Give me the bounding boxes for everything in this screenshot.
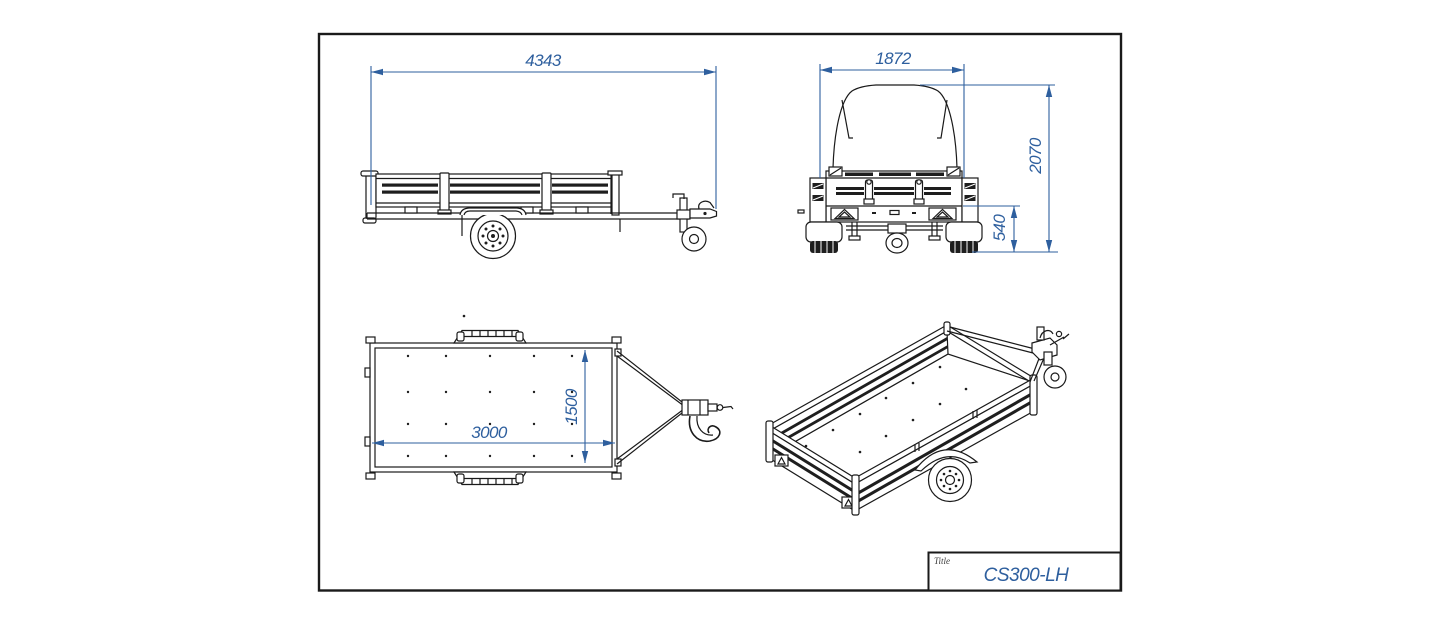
side-view-wheel xyxy=(461,212,517,260)
dimension-bed-inner-length: 3000 xyxy=(372,423,615,447)
dim-text-bed-inner-length: 3000 xyxy=(471,423,508,442)
top-view xyxy=(364,314,734,486)
isometric-reflectors xyxy=(774,454,856,509)
dim-text-overall-width: 1872 xyxy=(875,49,912,68)
top-view-drawbar xyxy=(614,348,734,467)
title-block: Title CS300-LH xyxy=(927,551,1122,592)
dimension-overall-length: 4343 xyxy=(370,51,717,209)
title-block-value: CS300-LH xyxy=(984,565,1069,586)
side-view-coupler xyxy=(689,200,718,219)
isometric-wheel xyxy=(913,449,979,503)
dimension-overall-width: 1872 xyxy=(819,49,965,178)
dimension-bed-inner-width: 1500 xyxy=(562,350,589,463)
rear-view xyxy=(797,84,983,254)
dimension-overall-height: 2070 xyxy=(920,84,1058,253)
dim-text-bed-inner-width: 1500 xyxy=(562,388,581,425)
dimension-platform-height: 540 xyxy=(963,205,1020,252)
isometric-floor-rivets xyxy=(804,365,968,470)
side-view xyxy=(360,170,718,260)
isometric-view xyxy=(765,321,1070,516)
top-view-rivets xyxy=(406,354,574,458)
dim-text-overall-height: 2070 xyxy=(1026,137,1045,175)
dim-text-overall-length: 4343 xyxy=(525,51,562,70)
rear-view-reflectors xyxy=(830,207,957,221)
title-block-label: Title xyxy=(934,556,950,566)
top-view-fenders xyxy=(452,329,528,486)
sheet-border xyxy=(317,32,1123,592)
dim-text-platform-height: 540 xyxy=(990,214,1009,242)
title-block-border xyxy=(927,551,1122,592)
isometric-drawbar xyxy=(946,326,1070,389)
rear-view-wheels xyxy=(805,221,983,253)
